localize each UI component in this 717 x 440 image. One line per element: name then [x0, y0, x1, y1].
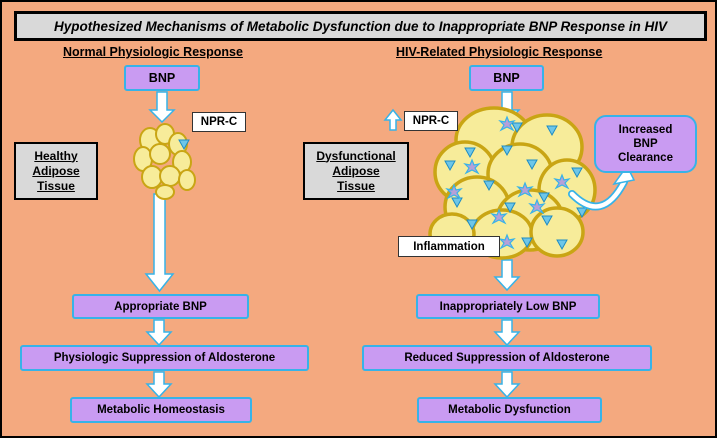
bnp-box-normal: BNP: [124, 65, 200, 91]
metabolic-dysfunction-box: Metabolic Dysfunction: [417, 397, 602, 423]
arrow-bnp-to-tissue-left: [148, 91, 176, 124]
reduced-suppression-box: Reduced Suppression of Aldosterone: [362, 345, 652, 371]
arrow-suppression-to-homeostasis: [145, 371, 173, 399]
arrow-appropriate-to-suppression: [145, 319, 173, 347]
healthy-adipose-label-line-2: Adipose: [32, 163, 80, 178]
npr-c-label-hiv: NPR-C: [404, 111, 458, 131]
metabolic-homeostasis-box: Metabolic Homeostasis: [70, 397, 252, 423]
inflammation-label: Inflammation: [398, 236, 500, 257]
inappropriately-low-bnp-box: Inappropriately Low BNP: [416, 294, 600, 319]
hiv-response-heading: HIV-Related Physiologic Response: [396, 45, 603, 59]
npr-c-label-normal: NPR-C: [192, 112, 246, 132]
healthy-adipose-label-line-3: Tissue: [37, 178, 75, 193]
clearance-line-1: Increased: [618, 124, 673, 136]
clearance-line-3: Clearance: [618, 152, 673, 164]
arrow-low-bnp-to-reduced-suppression: [493, 319, 521, 347]
healthy-adipose-label-line-1: Healthy: [34, 148, 78, 163]
healthy-adipose-label: Healthy Adipose Tissue: [14, 142, 98, 200]
normal-response-heading: Normal Physiologic Response: [63, 45, 243, 59]
dysfunctional-adipose-label: Dysfunctional Adipose Tissue: [303, 142, 409, 200]
arrow-tissue-to-appropriate-bnp: [144, 193, 175, 293]
physiologic-suppression-box: Physiologic Suppression of Aldosterone: [20, 345, 309, 371]
dysfunctional-adipose-label-line-2: Adipose: [332, 163, 380, 178]
arrow-reduced-suppression-to-dysfunction: [493, 371, 521, 399]
clearance-line-2: BNP: [633, 138, 658, 150]
bnp-box-hiv: BNP: [469, 65, 544, 91]
npr-c-increase-arrow-icon: [383, 108, 403, 131]
dysfunctional-adipose-label-line-1: Dysfunctional: [316, 148, 396, 163]
appropriate-bnp-box: Appropriate BNP: [72, 294, 249, 319]
healthy-adipose-cluster: [133, 123, 196, 200]
increased-bnp-clearance-box: Increased BNP Clearance: [594, 115, 697, 173]
arrow-to-bnp-clearance: [568, 164, 636, 211]
diagram-title: Hypothesized Mechanisms of Metabolic Dys…: [14, 11, 707, 41]
dysfunctional-adipose-label-line-3: Tissue: [337, 178, 375, 193]
arrow-tissue-to-low-bnp: [493, 259, 521, 292]
